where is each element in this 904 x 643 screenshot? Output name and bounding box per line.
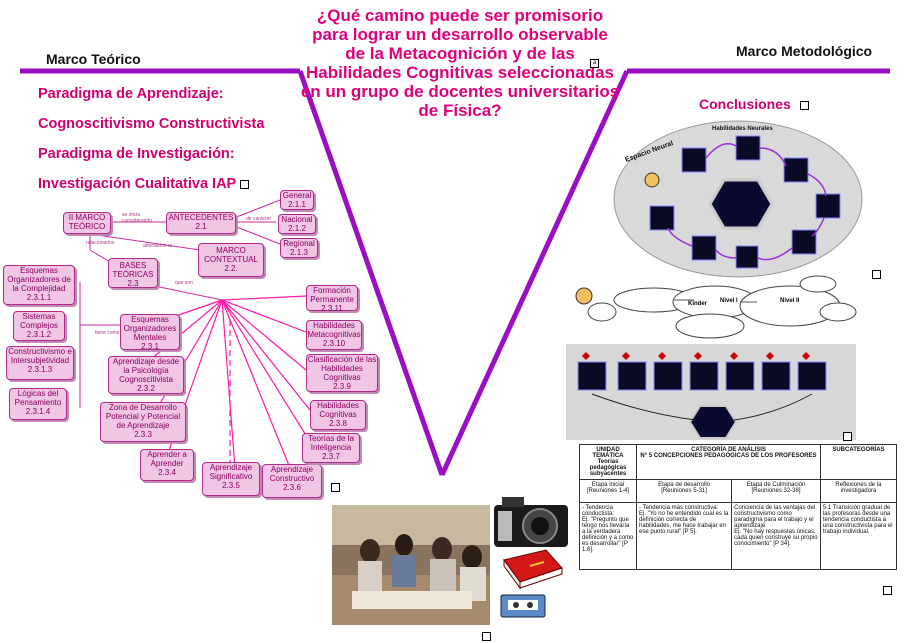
nacional-box: Nacional 2.1.2 bbox=[278, 214, 316, 234]
map-note-nivel-2: Nivel II bbox=[780, 298, 800, 304]
concept-map-marker bbox=[331, 483, 340, 492]
regional-box: Regional 2.1.3 bbox=[280, 238, 318, 258]
cycle-marker bbox=[872, 270, 881, 279]
general-box: General 2.1.1 bbox=[280, 190, 314, 210]
left-item-constructivismo: Constructivismo e Intersubjetividad 2.3.… bbox=[6, 346, 74, 380]
book-icon bbox=[503, 549, 563, 590]
cycle-top-label: Habilidades Neurales bbox=[712, 126, 773, 132]
table-stage-initial: Etapa inicial [Reuniones 1-4] bbox=[578, 479, 638, 503]
center-item-aprendizaje-psicologia: Aprendizaje desde la Psicología Cognosci… bbox=[108, 356, 184, 394]
paradigm-learning-value: Cognoscitivismo Constructivista bbox=[38, 116, 265, 132]
map-note-nivel-1: Nivel I bbox=[720, 298, 738, 304]
left-item-esquemas-complejidad: Esquemas Organizadores de la Complejidad… bbox=[3, 265, 75, 305]
center-item-zona-desarrollo: Zona de Desarrollo Potencial y Potencial… bbox=[100, 402, 186, 442]
left-marker bbox=[240, 180, 249, 189]
conclusions-marker bbox=[800, 101, 809, 110]
camera-icon bbox=[494, 497, 568, 547]
map-note-4: abordados al bbox=[143, 243, 172, 249]
right-item-formacion-permanente: Formación Permanente 2.3.11 bbox=[306, 285, 358, 313]
title-marker: a bbox=[590, 59, 599, 68]
table-header-unidad: UNIDAD TEMÁTICA Teorías pedagógicas suby… bbox=[578, 444, 638, 480]
table-header-subcategorias: SUBCATEGORÍAS bbox=[819, 444, 898, 480]
table-cell-reflections: 5.1 Transición gradual de las profesoras… bbox=[819, 502, 898, 570]
bases-teoricas-box: BASES TEÓRICAS 2.3 bbox=[108, 258, 158, 288]
map-note-2: de carácter bbox=[246, 216, 272, 222]
table-cell-culmination: Conciencia de las ventajas del construct… bbox=[731, 502, 821, 570]
main-question-title: ¿Qué camino puede ser promisorio para lo… bbox=[300, 6, 620, 120]
table-header-categoria: CATEGORÍA DE ANÁLISIS N° 5 CONCEPCIONES … bbox=[636, 444, 821, 480]
right-item-habilidades-cognitivas: Habilidades Cognitivas 2.3.8 bbox=[310, 400, 366, 430]
left-item-sistemas-complejos: Sistemas Complejos 2.3.1.2 bbox=[13, 311, 65, 341]
right-item-teorias-inteligencia: Teorías de la Inteligencia 2.3.7 bbox=[302, 433, 360, 463]
map-note-3: relacionados bbox=[86, 240, 115, 246]
left-item-logicas-pensamiento: Lógicas del Pensamiento 2.3.1.4 bbox=[9, 388, 67, 420]
center-item-esquemas-mentales: Esquemas Organizadores Mentales 2.3.1 bbox=[120, 314, 180, 351]
marco-teorico-label: Marco Teórico bbox=[46, 51, 141, 67]
center-item-aprender-aprender: Aprender a Aprender 2.3.4 bbox=[140, 449, 194, 481]
marco-metodologico-label: Marco Metodológico bbox=[736, 43, 873, 59]
media-marker bbox=[482, 632, 491, 641]
neural-cycle-diagram: Espacio Neural Habilidades Neurales bbox=[613, 120, 863, 278]
table-marker bbox=[883, 586, 892, 595]
paradigm-learning-heading: Paradigma de Aprendizaje: bbox=[38, 86, 224, 102]
map-note-6: tiene como bbox=[95, 330, 120, 336]
map-note-5: que son bbox=[175, 280, 193, 286]
table-cell-initial: - Tendencia conductista: Ej. "Pregunto q… bbox=[578, 502, 638, 570]
map-note-1: se inicia considerando bbox=[122, 212, 153, 224]
antecedentes-box: ANTECEDENTES 2.1 bbox=[166, 212, 236, 234]
table-stage-development: Etapa de desarrollo [Reuniones 5-31] bbox=[636, 479, 733, 503]
paradigm-research-value: Investigación Cualitativa IAP bbox=[38, 176, 237, 192]
paradigm-research-heading: Paradigma de Investigación: bbox=[38, 146, 235, 162]
conclusions-label: Conclusiones bbox=[699, 96, 791, 112]
analysis-table: UNIDAD TEMÁTICA Teorías pedagógicas suby… bbox=[578, 444, 898, 570]
center-item-aprendizaje-significativo: Aprendizaje Significativo 2.3.5 bbox=[202, 462, 260, 496]
map-note-kinder: Kinder bbox=[688, 301, 708, 307]
root-marco-teorico-box: II MARCO TEÓRICO bbox=[63, 212, 111, 234]
meeting-photo bbox=[332, 505, 490, 625]
cloud-flow-diagram: Kinder Nivel I Nivel II bbox=[575, 275, 857, 339]
marco-contextual-box: MARCO CONTEXTUAL 2.2. bbox=[198, 243, 264, 277]
table-stage-reflections: Reflexiones de la investigadora bbox=[819, 479, 898, 503]
right-item-habilidades-metacognitivas: Habilidades Metacognitivas 2.3.10 bbox=[306, 320, 362, 350]
right-item-clasificacion-habilidades: Clasificación de las Habilidades Cogniti… bbox=[306, 354, 378, 392]
cassette-icon bbox=[500, 594, 546, 618]
center-item-aprendizaje-constructivo: Aprendizaje Constructivo 2.3.6 bbox=[262, 464, 322, 498]
table-cell-development: - Tendencia más constructiva: Ej. "Yo no… bbox=[636, 502, 733, 570]
sequence-panel bbox=[566, 344, 856, 440]
table-stage-culmination: Etapa de Culminación [Reuniones 32-38] bbox=[731, 479, 821, 503]
sequence-marker bbox=[843, 432, 852, 441]
